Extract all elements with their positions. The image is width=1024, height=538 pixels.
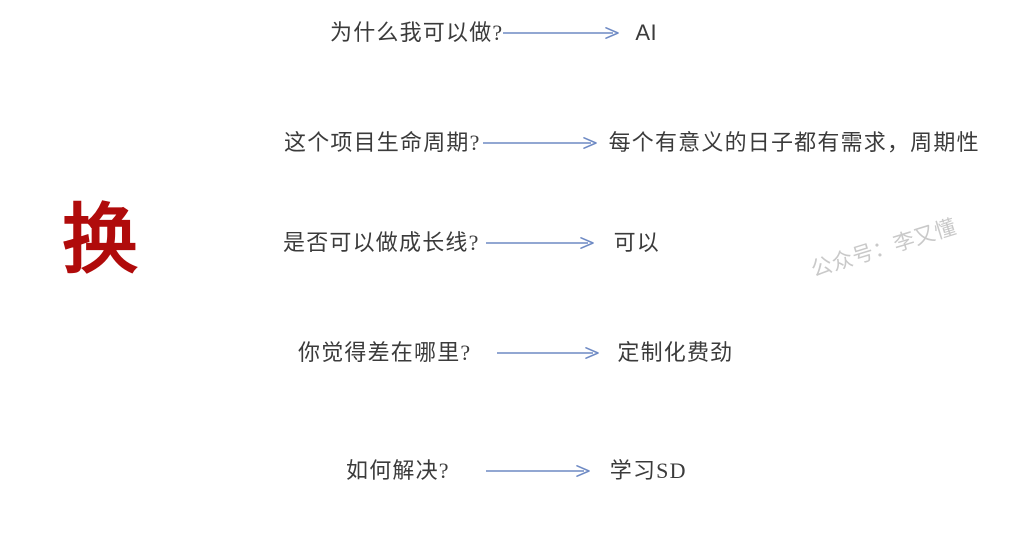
watermark-text: 公众号：李又懂 [808,215,960,282]
qa-row: 这个项目生命周期? 每个有意义的日子都有需求，周期性 [284,128,980,158]
answer-label: 每个有意义的日子都有需求，周期性 [608,130,980,155]
qa-row: 如何解决? 学习SD [346,456,687,486]
arrow-right-icon [482,136,599,150]
keyword-heading: 换 [62,198,138,283]
arrow-right-icon [497,346,601,360]
qa-row: 你觉得差在哪里? 定制化费劲 [298,338,733,368]
arrow-right-icon [503,26,621,40]
spacer [621,33,635,34]
question-label: 你觉得差在哪里? [298,340,472,365]
answer-label: 可以 [613,230,660,255]
answer-label: AI [635,20,658,45]
qa-row: 为什么我可以做? AI [330,18,657,48]
spacer [596,243,614,244]
spacer [592,471,610,472]
arrow-right-icon [485,464,592,478]
spacer [471,353,497,354]
qa-row: 是否可以做成长线? 可以 [283,228,660,258]
question-label: 如何解决? [346,458,450,483]
arrow-right-icon [485,236,596,250]
answer-label: 定制化费劲 [617,340,734,365]
question-label: 为什么我可以做? [330,20,504,45]
question-label: 是否可以做成长线? [283,230,480,255]
spacer [601,353,617,354]
question-label: 这个项目生命周期? [284,130,481,155]
spacer [450,471,486,472]
answer-label: 学习SD [609,458,687,483]
spacer [599,143,609,144]
